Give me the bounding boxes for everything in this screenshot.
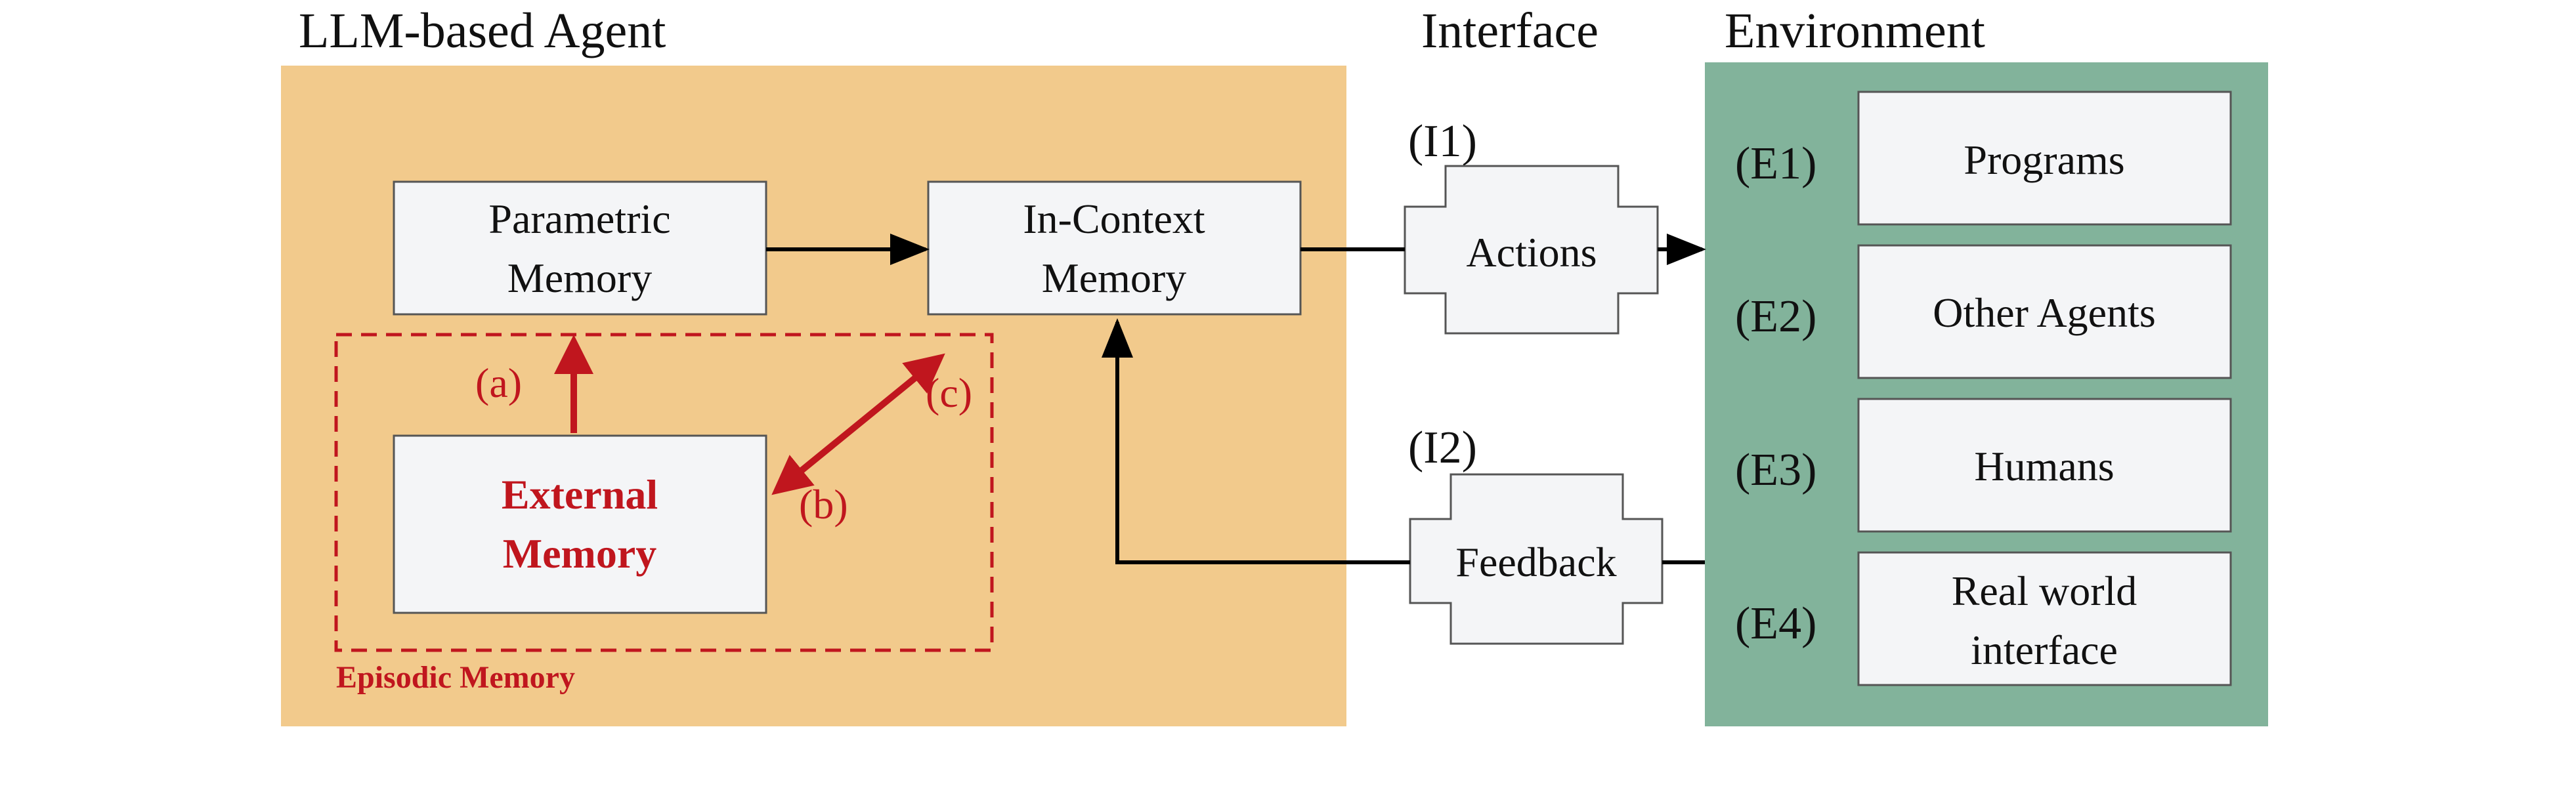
feedback-interface-shape <box>1409 473 1664 645</box>
label-c: (c) <box>926 369 972 416</box>
e1-label: (E1) <box>1735 138 1816 189</box>
in-context-memory-line2: Memory <box>1042 255 1186 301</box>
i2-label: (I2) <box>1408 423 1477 473</box>
environment-item-humans: (E3) Humans <box>1735 398 2232 533</box>
label-a: (a) <box>475 360 522 406</box>
feedback-interface-text: Feedback <box>1455 539 1616 585</box>
parametric-memory-line1: Parametric <box>488 196 670 242</box>
agent-title: LLM-based Agent <box>299 3 666 58</box>
episodic-memory-label: Episodic Memory <box>336 660 575 695</box>
label-b: (b) <box>799 481 848 528</box>
environment-title: Environment <box>1725 3 1985 58</box>
e3-label: (E3) <box>1735 445 1816 495</box>
interface-title: Interface <box>1421 3 1599 58</box>
actions-interface-text: Actions <box>1466 229 1597 276</box>
other-agents-text: Other Agents <box>1933 289 2156 336</box>
parametric-memory-box: Parametric Memory <box>393 180 767 316</box>
external-memory-line2: Memory <box>503 530 657 577</box>
i1-label: (I1) <box>1408 116 1477 167</box>
in-context-memory-box: In-Context Memory <box>927 180 1302 316</box>
environment-item-other-agents: (E2) Other Agents <box>1735 244 2232 379</box>
e2-label: (E2) <box>1735 291 1816 342</box>
agent-panel <box>281 66 1346 726</box>
arrow-bc <box>771 353 945 495</box>
external-memory-box: External Memory <box>393 434 767 614</box>
real-world-line2: interface <box>1971 627 2118 673</box>
e4-label: (E4) <box>1735 598 1816 649</box>
environment-item-real-world: (E4) Real world interface <box>1735 551 2232 686</box>
episodic-memory-region <box>334 333 994 652</box>
parametric-memory-line2: Memory <box>507 255 652 301</box>
feedback-to-incontext-arrow <box>1102 318 1410 564</box>
humans-text: Humans <box>1974 443 2114 489</box>
external-memory-line1: External <box>502 471 658 518</box>
in-context-memory-line1: In-Context <box>1023 196 1205 242</box>
environment-item-programs: (E1) Programs <box>1735 91 2232 226</box>
actions-interface-shape <box>1404 165 1659 335</box>
real-world-line1: Real world <box>1952 568 2137 614</box>
programs-text: Programs <box>1964 136 2124 183</box>
